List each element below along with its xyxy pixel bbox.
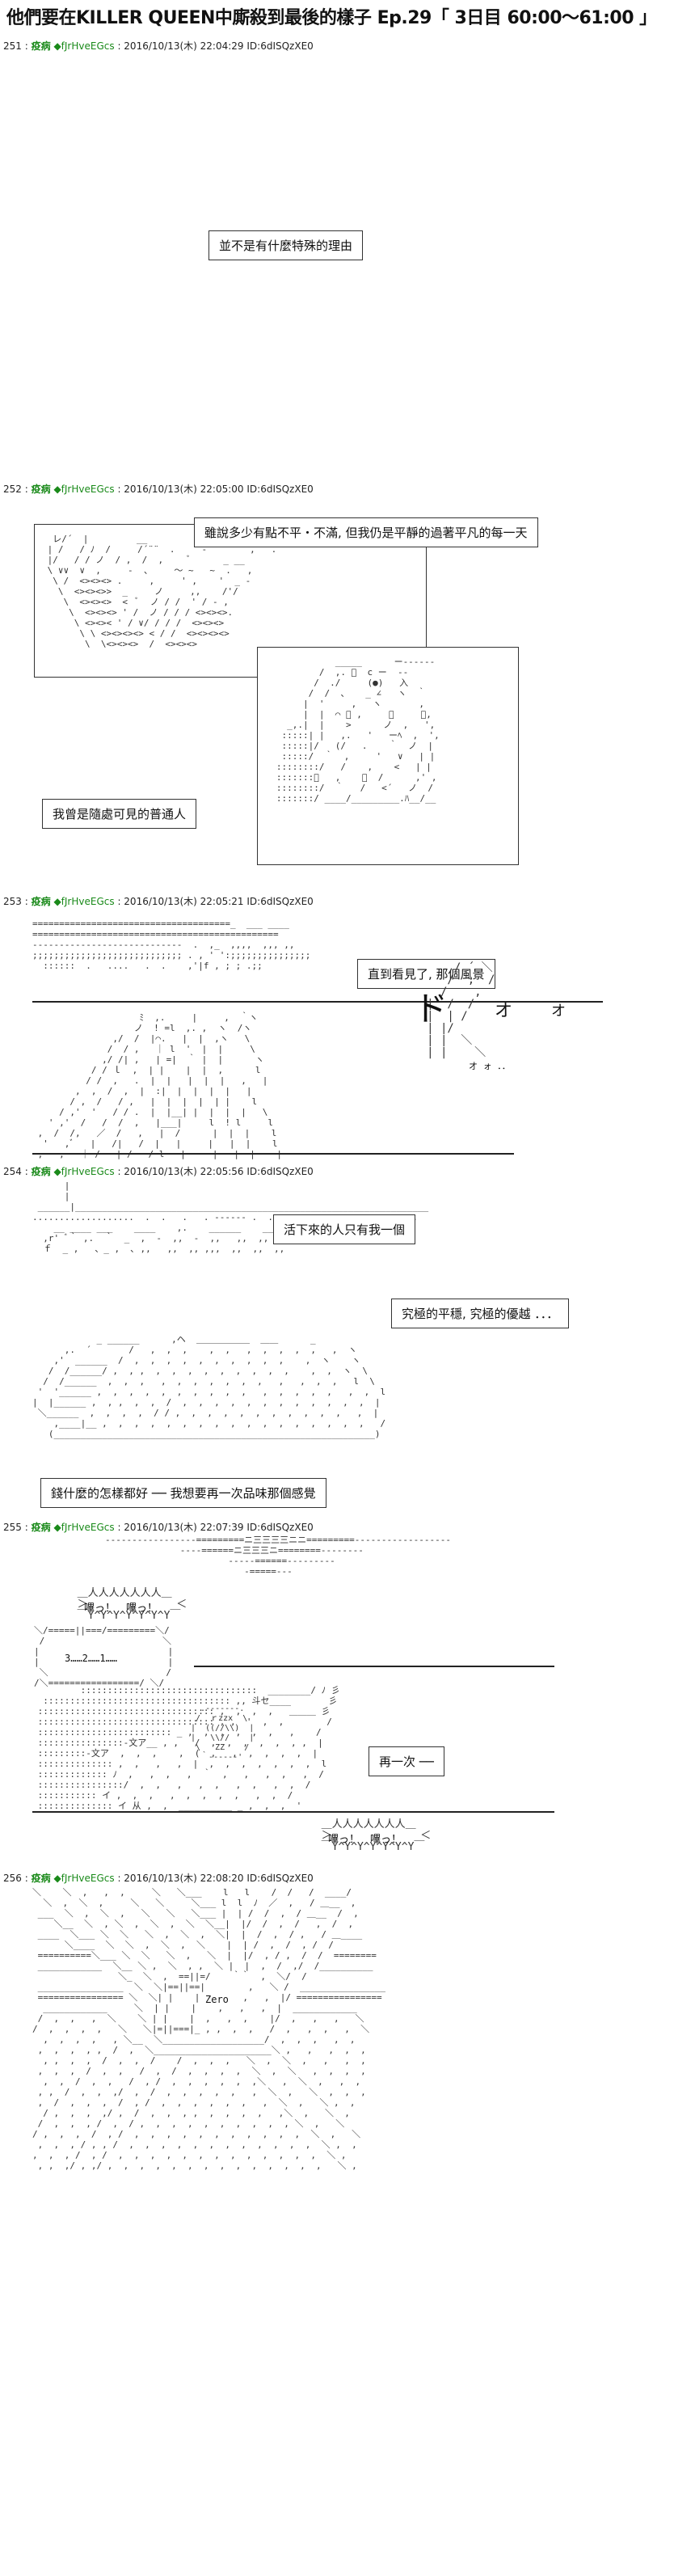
poster-name[interactable]: 疫病 [31,40,51,52]
caption: 活下來的人只有我一個 [273,1214,416,1244]
poster-trip: ◆fJrHveEGcs [53,1522,115,1533]
post-id: ID:6dISQzXE0 [246,896,314,907]
post-header-255: 255 : 疫病 ◆fJrHveEGcs : 2016/10/13(木) 22:… [3,1520,314,1535]
sfx-o-small: オ ォ ．． [469,1061,511,1071]
bubble-frame-top: ＿人人人人人人人＿ ＞ ＜ ￣Y^Y^Y^Y^Y^Y^Y￣ [77,1587,187,1622]
post-number: 254 : [3,1166,28,1177]
beep-bubble: 嗶っ！ 嗶っ！ [84,1603,158,1615]
caption: 直到看見了, 那個風景 [357,959,495,989]
post-number: 251 : [3,40,28,52]
countdown: 3……2……1…… [65,1653,118,1664]
ascii-art-sfx-lines: / ´ ＼ / , / / , | / / | | / | |/ | | ＼ |… [427,961,495,1059]
post-date: : 2016/10/13(木) 22:05:21 [117,896,244,907]
ascii-art-figure: ﾐ ,. | , ｀ヽ ノ ! =l ,. , ヽ /ヽ ,/ / |⌒. | … [37,1012,283,1159]
post-header-251: 251 : 疫病 ◆fJrHveEGcs : 2016/10/13(木) 22:… [3,39,314,53]
poster-trip: ◆fJrHveEGcs [53,40,115,52]
caption: 究極的平穩, 究極的優越 ．．． [391,1299,570,1328]
caption: 再一次 ── [369,1746,444,1776]
horizon-line [32,1001,603,1003]
post-date: : 2016/10/13(木) 22:04:29 [117,40,244,52]
sfx-o: オ [551,1003,566,1020]
ground-line [32,1153,514,1155]
post-number: 252 : [3,484,28,495]
poster-trip: ◆fJrHveEGcs [53,1166,115,1177]
post-header-256: 256 : 疫病 ◆fJrHveEGcs : 2016/10/13(木) 22:… [3,1871,314,1886]
post-id: ID:6dISQzXE0 [246,1873,314,1884]
poster-name[interactable]: 疫病 [31,896,51,907]
post-date: : 2016/10/13(木) 22:05:56 [117,1166,244,1177]
post-header-254: 254 : 疫病 ◆fJrHveEGcs : 2016/10/13(木) 22:… [3,1164,314,1179]
post-header-253: 253 : 疫病 ◆fJrHveEGcs : 2016/10/13(木) 22:… [3,894,314,909]
ascii-art-sky: レ/´ | __ | / / ﾉ / /´¨¨ . - , . |/ / / ノ… [47,534,277,649]
sfx-o: オ [495,1001,513,1021]
poster-trip: ◆fJrHveEGcs [53,484,115,495]
ascii-art-rubble: _ ______ ,ヘ ＿＿＿＿＿＿ ＿＿ _ ,. ´ / , , , , ,… [32,1334,386,1439]
caption: 雖說多少有點不平・不滿, 但我仍是平靜的過著平凡的每一天 [194,517,538,547]
caption: 錢什麼的怎樣都好 ── 我想要再一次品味那個感覺 [40,1478,326,1508]
ascii-art-countdown-frame: ＼/=====||===/=========＼/ / ＼ | | | | ＼ /… [34,1625,174,1688]
post-number: 253 : [3,896,28,907]
poster-name[interactable]: 疫病 [31,484,51,495]
divider-line [32,1811,554,1813]
post-number: 255 : [3,1522,28,1533]
ascii-art-explosion: ＼ ＼ , , , ＼ ＼___ l l / / / ____/ ＼ , ＼ ,… [32,1887,385,2171]
post-id: ID:6dISQzXE0 [246,1522,314,1533]
poster-name[interactable]: 疫病 [31,1522,51,1533]
art-panel-creature [257,647,519,865]
poster-trip: ◆fJrHveEGcs [53,896,115,907]
divider-line [194,1666,554,1667]
poster-trip: ◆fJrHveEGcs [53,1873,115,1884]
post-id: ID:6dISQzXE0 [246,1166,314,1177]
sfx-do: ド [414,989,449,1028]
post-number: 256 : [3,1873,28,1884]
poster-name[interactable]: 疫病 [31,1166,51,1177]
caption: 我曾是隨處可見的普通人 [42,799,197,829]
ascii-art-gauge: .-------. / ｒzzx \ | ((//\\) | | \\// | … [191,1704,255,1762]
beep-bubble: 嗶っ！ 嗶っ！ [328,1834,402,1846]
post-id: ID:6dISQzXE0 [246,40,314,52]
zero-label: Zero [202,1994,232,2005]
ascii-art-beams: -----------------=========ニ三三三三ニニ=======… [105,1535,451,1577]
caption: 並不是有什麼特殊的理由 [208,230,364,260]
bubble-frame-bottom: ＿人人人人人人人＿ ＞ ＜ ￣Y^Y^Y^Y^Y^Y^Y￣ [321,1818,432,1853]
post-header-252: 252 : 疫病 ◆fJrHveEGcs : 2016/10/13(木) 22:… [3,482,314,496]
post-id: ID:6dISQzXE0 [246,484,314,495]
post-date: : 2016/10/13(木) 22:08:20 [117,1873,244,1884]
post-date: : 2016/10/13(木) 22:05:00 [117,484,244,495]
ascii-art-creature: _____ ー------ / ,. ﾞ c ー -- / ./ (●) 入 /… [276,657,440,804]
post-date: : 2016/10/13(木) 22:07:39 [117,1522,244,1533]
ascii-art-horizon: =====================================_ _… [32,918,311,971]
page-title: 他們要在KILLER QUEEN中廝殺到最後的樣子 Ep.29「 3日目 60:… [6,8,657,27]
ascii-art-machine: ::::::::::::::::::::::::::::::::: ______… [37,1685,340,1811]
poster-name[interactable]: 疫病 [31,1873,51,1884]
